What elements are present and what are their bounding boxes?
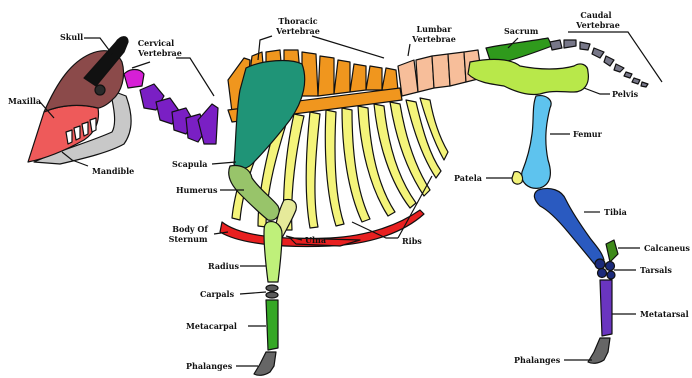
label-sacrum: Sacrum <box>504 26 539 36</box>
radius <box>264 222 282 282</box>
label-thoracic-1: Thoracic <box>278 16 317 26</box>
label-calcaneus: Calcaneus <box>644 243 690 253</box>
thoracic-vertebra <box>382 68 398 90</box>
rib <box>325 110 344 226</box>
label-mandible: Mandible <box>92 166 134 176</box>
label-patela: Patela <box>454 173 482 183</box>
label-sternum-2: Sternum <box>169 234 208 244</box>
caudal-vertebra <box>592 48 604 58</box>
label-sternum-1: Body Of <box>172 224 208 234</box>
femur <box>522 96 551 189</box>
label-tibia: Tibia <box>604 207 627 217</box>
patela <box>512 172 523 184</box>
label-carpals: Carpals <box>200 289 235 299</box>
caudal-vertebra <box>580 42 590 50</box>
lumbar-vertebra <box>432 54 450 88</box>
leader-scapula <box>212 162 236 164</box>
label-cervical-2: Vertebrae <box>137 48 182 58</box>
eye-socket <box>95 85 105 95</box>
label-radius: Radius <box>208 261 239 271</box>
thoracic-vertebra <box>318 56 334 96</box>
thoracic-vertebra <box>334 60 350 94</box>
label-caudal-1: Caudal <box>580 10 611 20</box>
pelvis <box>468 59 588 94</box>
leader-carpals <box>240 292 266 294</box>
label-lumbar-2: Vertebrae <box>411 34 456 44</box>
sacrum <box>486 38 552 62</box>
carpal <box>266 285 278 291</box>
label-ribs: Ribs <box>402 236 422 246</box>
carpal <box>266 292 278 298</box>
lumbar-vertebra <box>448 52 466 86</box>
tarsals-group <box>595 259 615 279</box>
caudal-vertebra <box>564 40 576 48</box>
label-caudal-2: Vertebrae <box>575 20 620 30</box>
calcaneus <box>606 240 618 262</box>
label-thoracic-2: Vertebrae <box>275 26 320 36</box>
leader-cervical-2 <box>132 62 150 68</box>
label-ulna: Ulna <box>305 235 326 245</box>
label-metacarpal: Metacarpal <box>186 321 237 331</box>
caudal-vertebra <box>614 64 624 72</box>
tarsal <box>598 269 607 278</box>
phalanges-fore <box>254 352 276 375</box>
caudal-vertebra <box>604 56 614 66</box>
label-pelvis: Pelvis <box>612 89 639 99</box>
tarsal <box>595 259 605 269</box>
label-metatarsal: Metatarsal <box>640 309 689 319</box>
caudal-vertebra <box>624 72 632 78</box>
label-scapula: Scapula <box>172 159 207 169</box>
label-phalanges-fore: Phalanges <box>186 361 233 371</box>
label-maxilla: Maxilla <box>8 96 41 106</box>
metacarpal <box>266 300 278 350</box>
lumbar-vertebra <box>398 60 418 96</box>
lumbar-vertebra <box>416 56 434 92</box>
thoracic-vertebra <box>350 64 366 92</box>
tarsal <box>606 262 615 271</box>
label-femur: Femur <box>573 129 603 139</box>
metatarsal <box>600 280 612 336</box>
thoracic-vertebra <box>366 66 382 90</box>
label-phalanges-hind: Phalanges <box>514 355 561 365</box>
label-tarsals: Tarsals <box>640 265 672 275</box>
leader-pelvis <box>584 88 610 94</box>
leader-thoracic-2 <box>312 36 384 58</box>
caudal-vertebra <box>641 82 648 87</box>
label-humerus: Humerus <box>176 185 218 195</box>
tibia <box>534 188 604 266</box>
atlas-vertebra <box>124 70 144 89</box>
rib <box>306 112 320 228</box>
carpals-group <box>266 285 278 298</box>
tarsal <box>607 271 615 279</box>
caudal-vertebra <box>632 78 640 84</box>
leader-cervical <box>176 58 214 96</box>
label-lumbar-1: Lumbar <box>417 24 453 34</box>
label-cervical-1: Cervical <box>138 38 174 48</box>
label-skull: Skull <box>60 32 83 42</box>
leader-lumbar <box>408 44 410 56</box>
caudal-vertebra <box>550 40 562 50</box>
